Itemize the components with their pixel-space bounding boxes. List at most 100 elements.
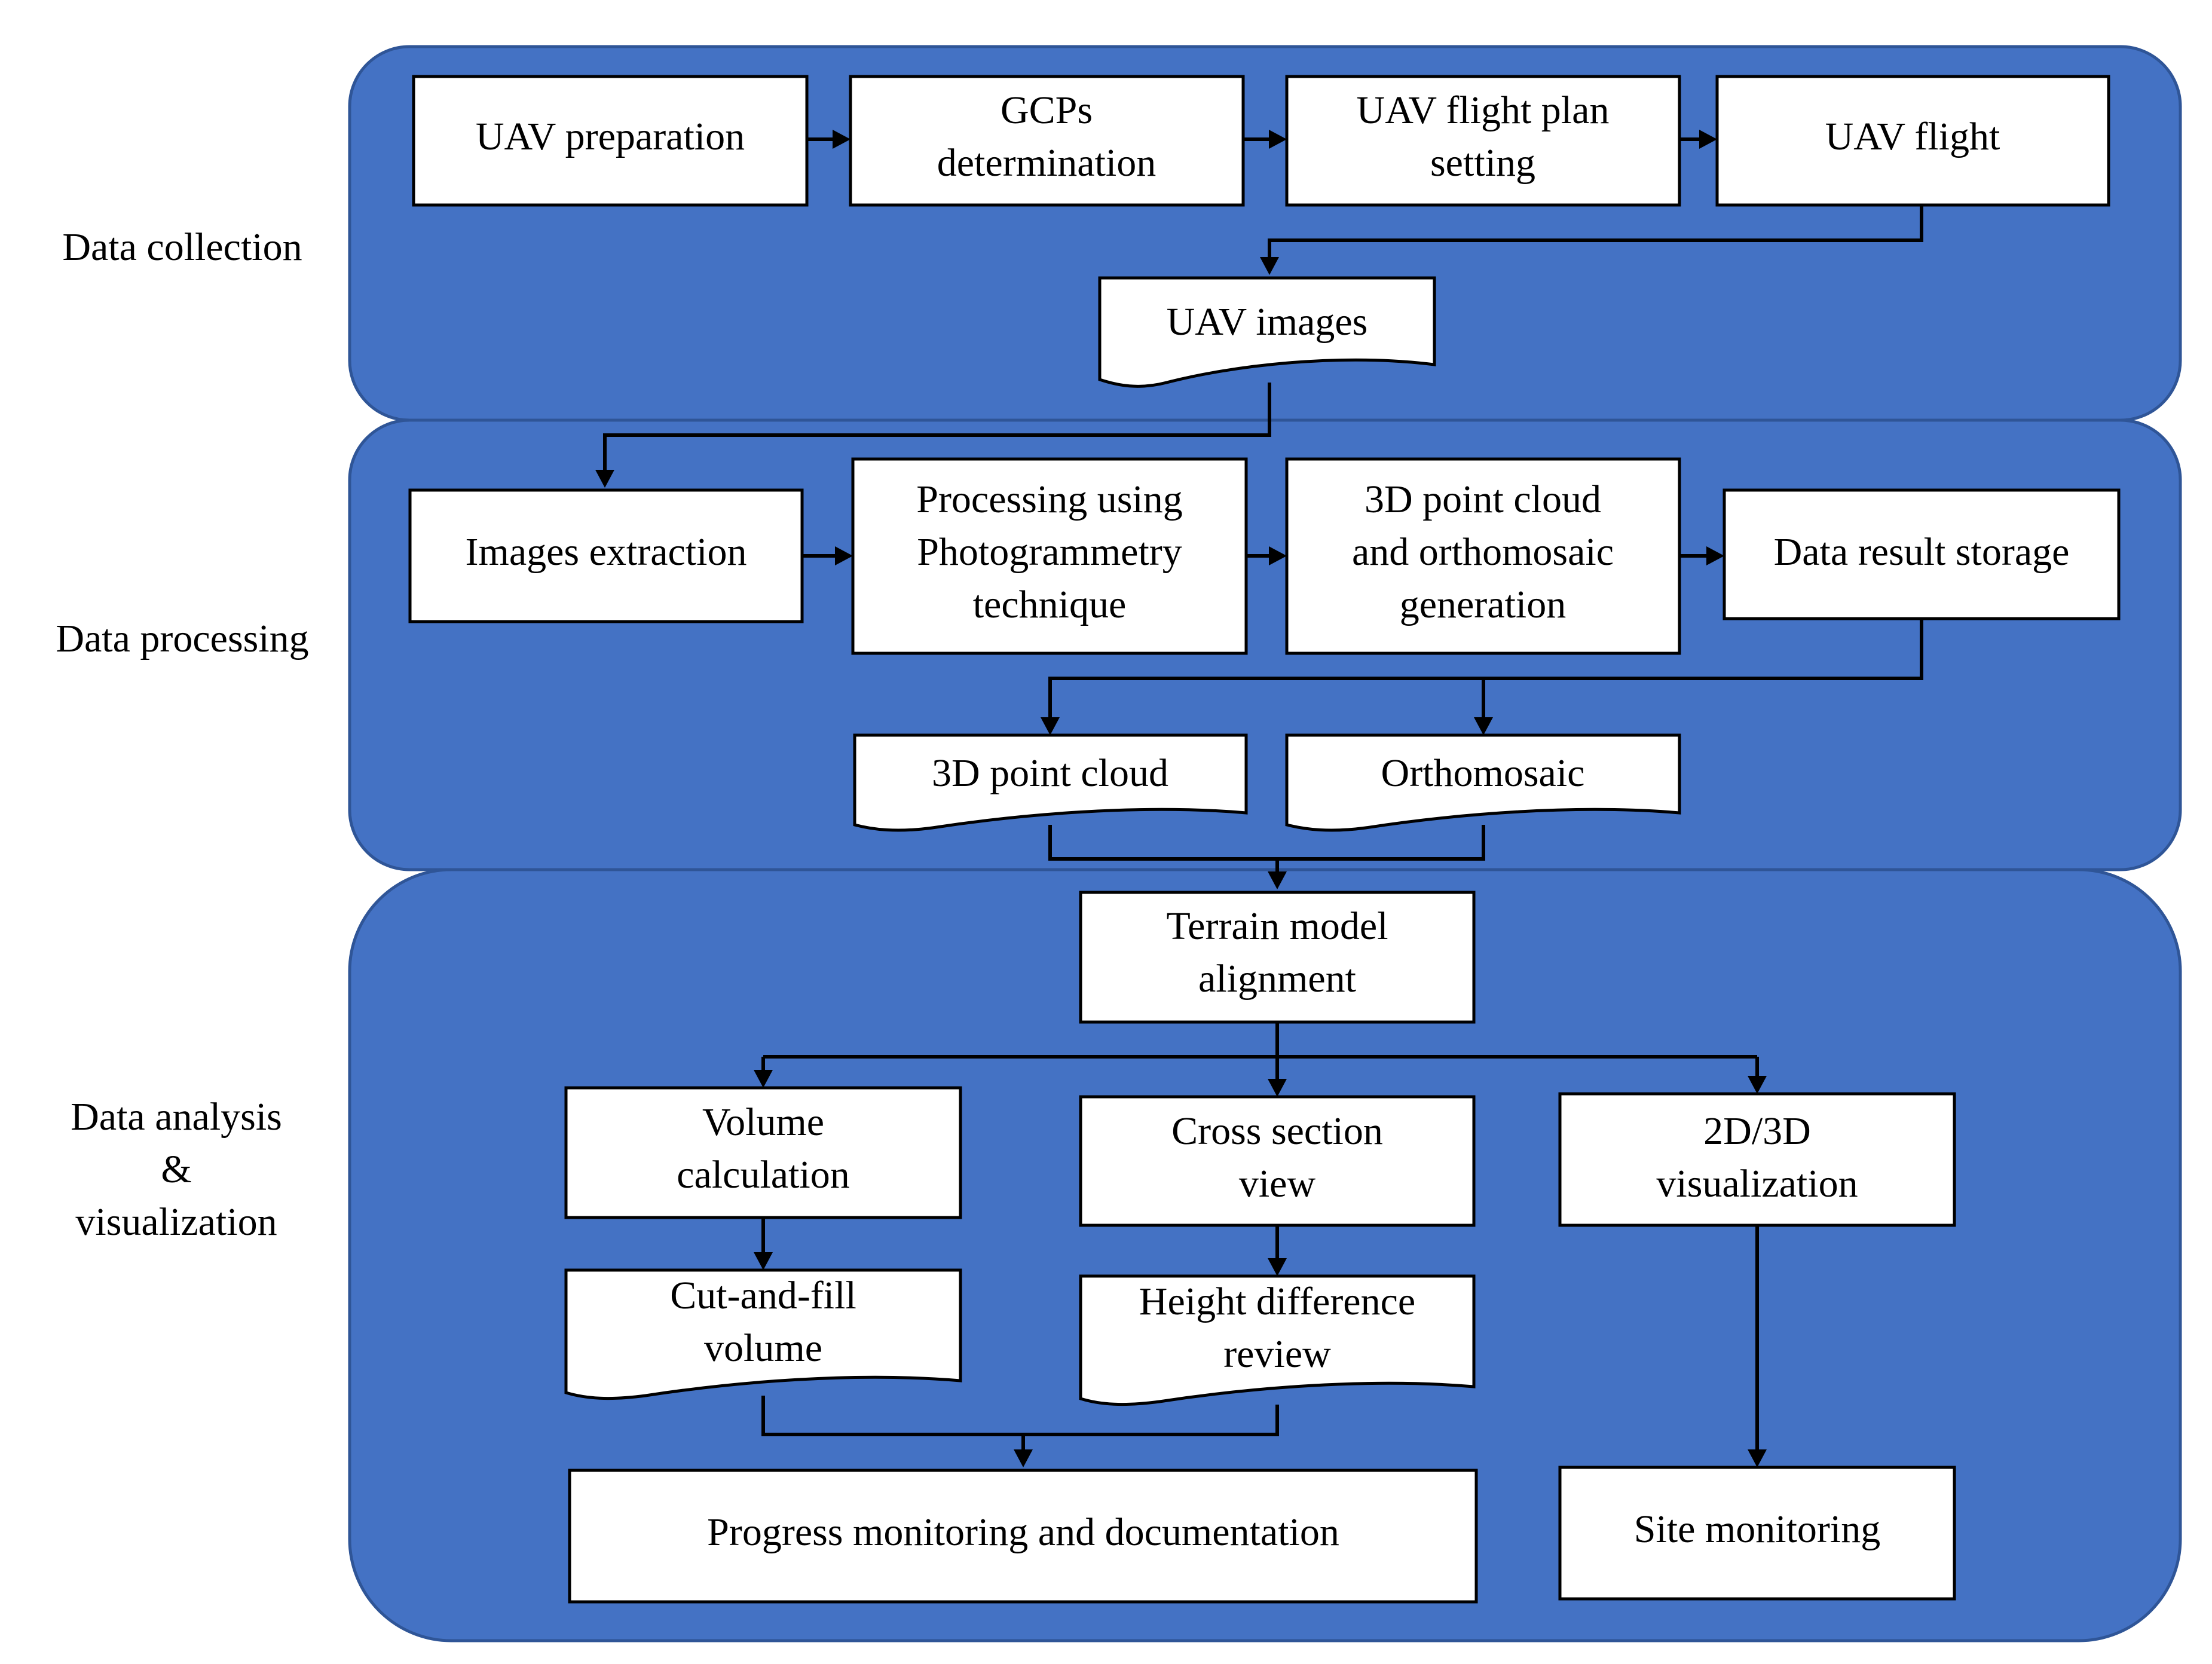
connectors [595, 130, 1923, 1467]
arrowhead [1041, 717, 1060, 735]
process-box [564, 1086, 962, 1219]
document-box [1285, 733, 1681, 832]
text-line: 3D point cloud [932, 751, 1168, 795]
connector [761, 1396, 1279, 1436]
arrowhead [1260, 257, 1279, 275]
node-label: Orthomosaic [1381, 751, 1585, 795]
node-label: Site monitoring [1634, 1507, 1881, 1551]
node-label: Data result storage [1774, 530, 2070, 574]
text-line: generation [1400, 583, 1567, 626]
text-line: Data analysis [71, 1095, 282, 1139]
arrowhead [833, 130, 850, 149]
text-line: UAV preparation [476, 115, 745, 158]
process-box [849, 75, 1245, 207]
flow-node-data-storage: Data result storage [1723, 488, 2121, 620]
flow-node-orthomosaic: Orthomosaic [1285, 733, 1681, 832]
stage-label-data-analysis: Data analysis&visualization [71, 1095, 282, 1244]
flow-node-cut-fill: Cut-and-fill volume [564, 1268, 962, 1400]
text-line: visualization [1656, 1162, 1858, 1206]
process-box [1285, 75, 1681, 207]
text-line: Orthomosaic [1381, 751, 1585, 795]
text-line: volume [704, 1326, 822, 1370]
text-line: review [1223, 1332, 1331, 1376]
node-label: UAV flight plan setting [1357, 88, 1610, 185]
document-box [1079, 1274, 1476, 1406]
flow-node-images-extraction: Images extraction [408, 488, 804, 623]
text-line: alignment [1198, 957, 1356, 1001]
node-label: UAV flight [1825, 115, 2000, 158]
process-box [1558, 1466, 1956, 1601]
arrowhead [1706, 546, 1724, 565]
arrowhead [1268, 1079, 1287, 1097]
arrowhead [1748, 1076, 1767, 1094]
process-box [1558, 1092, 1956, 1227]
arrowhead [595, 470, 614, 488]
flow-node-uav-images: UAV images [1098, 276, 1436, 388]
text-line: UAV images [1167, 300, 1368, 344]
arrowhead [835, 546, 853, 565]
process-box [1079, 1095, 1476, 1227]
arrowhead [754, 1252, 773, 1270]
flow-node-cross-section: Cross section view [1079, 1095, 1476, 1227]
text-line: Processing using [916, 478, 1183, 521]
flow-node-site-monitoring: Site monitoring [1558, 1466, 1956, 1601]
text-line: UAV flight plan [1357, 88, 1610, 132]
connector [1268, 205, 1923, 257]
text-line: Photogrammetry [917, 530, 1182, 574]
text-line: Data processing [56, 617, 308, 660]
text-line: setting [1430, 141, 1535, 185]
node-label: Volume calculation [677, 1100, 850, 1197]
text-line: and orthomosaic [1352, 530, 1614, 574]
process-box [412, 75, 809, 207]
stage-label-data-processing: Data processing [56, 617, 308, 660]
connector [1048, 825, 1485, 861]
arrowhead [1748, 1449, 1767, 1467]
text-line: Data collection [62, 225, 302, 269]
node-label: 3D point cloud [932, 751, 1168, 795]
flow-node-progress-monitoring: Progress monitoring and documentation [568, 1469, 1478, 1604]
node-label: Progress monitoring and documentation [707, 1510, 1339, 1554]
text-line: view [1239, 1162, 1316, 1206]
text-line: Images extraction [466, 530, 747, 574]
text-line: visualization [75, 1200, 277, 1244]
process-box [1285, 457, 1681, 655]
text-line: 2D/3D [1703, 1109, 1811, 1153]
text-line: UAV flight [1825, 115, 2000, 158]
node-label: 2D/3D visualization [1656, 1109, 1858, 1206]
flow-node-gcps-determination: GCPs determination [849, 75, 1245, 207]
stage-label-data-collection: Data collection [62, 225, 302, 269]
text-line: Cross section [1171, 1109, 1383, 1153]
flow-node-point-cloud: 3D point cloud [853, 733, 1248, 832]
text-line: Volume [702, 1100, 824, 1144]
process-box [1715, 75, 2110, 207]
text-line: 3D point cloud [1364, 478, 1601, 521]
flow-node-uav-flight: UAV flight [1715, 75, 2110, 207]
text-line: determination [937, 141, 1157, 185]
arrowhead [1268, 871, 1287, 889]
text-line: Progress monitoring and documentation [707, 1510, 1339, 1554]
flow-node-point-cloud-generation: 3D point cloud and orthomosaic generation [1285, 457, 1681, 655]
text-line: GCPs [1001, 88, 1093, 132]
text-line: calculation [677, 1153, 850, 1197]
node-label: Height difference review [1139, 1280, 1415, 1376]
arrowhead [1014, 1449, 1033, 1467]
node-label: UAV images [1167, 300, 1368, 344]
document-box [1098, 276, 1436, 388]
node-label: UAV preparation [476, 115, 745, 158]
text-line: technique [973, 583, 1127, 626]
arrowhead [754, 1070, 773, 1088]
flow-node-volume-calc: Volume calculation [564, 1086, 962, 1219]
text-line: Data result storage [1774, 530, 2070, 574]
connector [603, 383, 1271, 470]
arrowhead [1268, 1258, 1287, 1276]
panel-data-analysis [348, 868, 2182, 1642]
flow-node-uav-preparation: UAV preparation [412, 75, 809, 207]
process-box [851, 457, 1248, 655]
process-box [1079, 891, 1476, 1024]
text-line: Cut-and-fill [670, 1274, 856, 1317]
text-line: Height difference [1139, 1280, 1415, 1323]
